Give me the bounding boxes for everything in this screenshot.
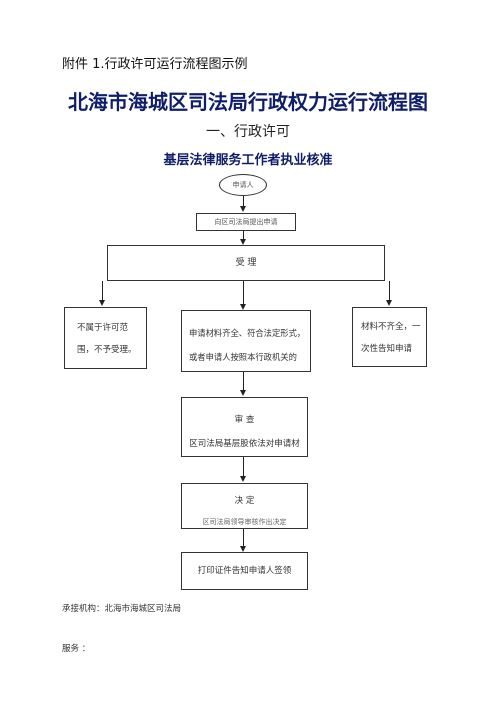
connector <box>102 281 103 302</box>
issue-certificate-label: 打印证件告知申请人签领 <box>197 566 292 576</box>
incomplete-materials-line-1: 材料不齐全，一 <box>361 322 421 332</box>
arrow-head <box>99 300 105 306</box>
issue-certificate-box: 打印证件告知申请人签领 <box>181 552 308 590</box>
submit-application-label: 向区司法局提出申请 <box>214 218 278 226</box>
arrow-head <box>240 206 246 212</box>
start-node-label: 申请人 <box>232 181 254 189</box>
arrow-head <box>240 304 246 310</box>
arrow-head <box>240 546 246 552</box>
connector <box>243 231 244 241</box>
connector <box>243 457 244 478</box>
connector <box>243 529 244 548</box>
flowchart-title: 基层法律服务工作者执业核准 <box>163 153 333 168</box>
arrow-head <box>240 239 246 245</box>
review-text: 区司法局基层股依法对申请材 <box>189 439 300 449</box>
connector <box>243 372 244 392</box>
connector <box>243 196 244 208</box>
review-title: 审 查 <box>234 415 255 425</box>
section-subtitle: 一、行政许可 <box>206 124 290 140</box>
reject-box-left: 不属于许可范 围，不予受理。 <box>64 307 147 369</box>
connector <box>389 281 390 302</box>
arrow-head <box>240 476 246 482</box>
reject-left-line-2: 围，不予受理。 <box>77 345 137 355</box>
arrow-head <box>386 300 392 306</box>
decision-text: 区司法局领导审核作出决定 <box>202 518 287 526</box>
incomplete-materials-line-2: 次性告知申请 <box>361 344 413 354</box>
agency-line: 承接机构：北海市海城区司法局 <box>62 604 182 614</box>
accept-conditions-box: 申请材料齐全、符合法定形式， 或者申请人按照本行政机关的 <box>181 310 311 372</box>
accept-conditions-line-1: 申请材料齐全、符合法定形式， <box>189 328 306 338</box>
accept-label: 受 理 <box>235 258 257 268</box>
incomplete-materials-box: 材料不齐全，一 次性告知申请 <box>352 307 427 367</box>
accept-box: 受 理 <box>107 245 385 281</box>
accept-conditions-line-2: 或者申请人按照本行政机关的 <box>189 352 297 362</box>
start-node: 申请人 <box>219 174 267 196</box>
service-line: 服务 ： <box>62 644 91 654</box>
page-title: 北海市海城区司法局行政权力运行流程图 <box>68 90 428 114</box>
review-box: 审 查 区司法局基层股依法对申请材 <box>181 397 308 457</box>
connector <box>243 281 244 306</box>
decision-box: 决 定 区司法局领导审核作出决定 <box>181 483 308 529</box>
attachment-caption: 附件 1.行政许可运行流程图示例 <box>62 57 248 72</box>
reject-left-line-1: 不属于许可范 <box>77 323 129 333</box>
submit-application-box: 向区司法局提出申请 <box>196 213 296 231</box>
decision-title: 决 定 <box>234 496 255 506</box>
arrow-head <box>240 390 246 396</box>
